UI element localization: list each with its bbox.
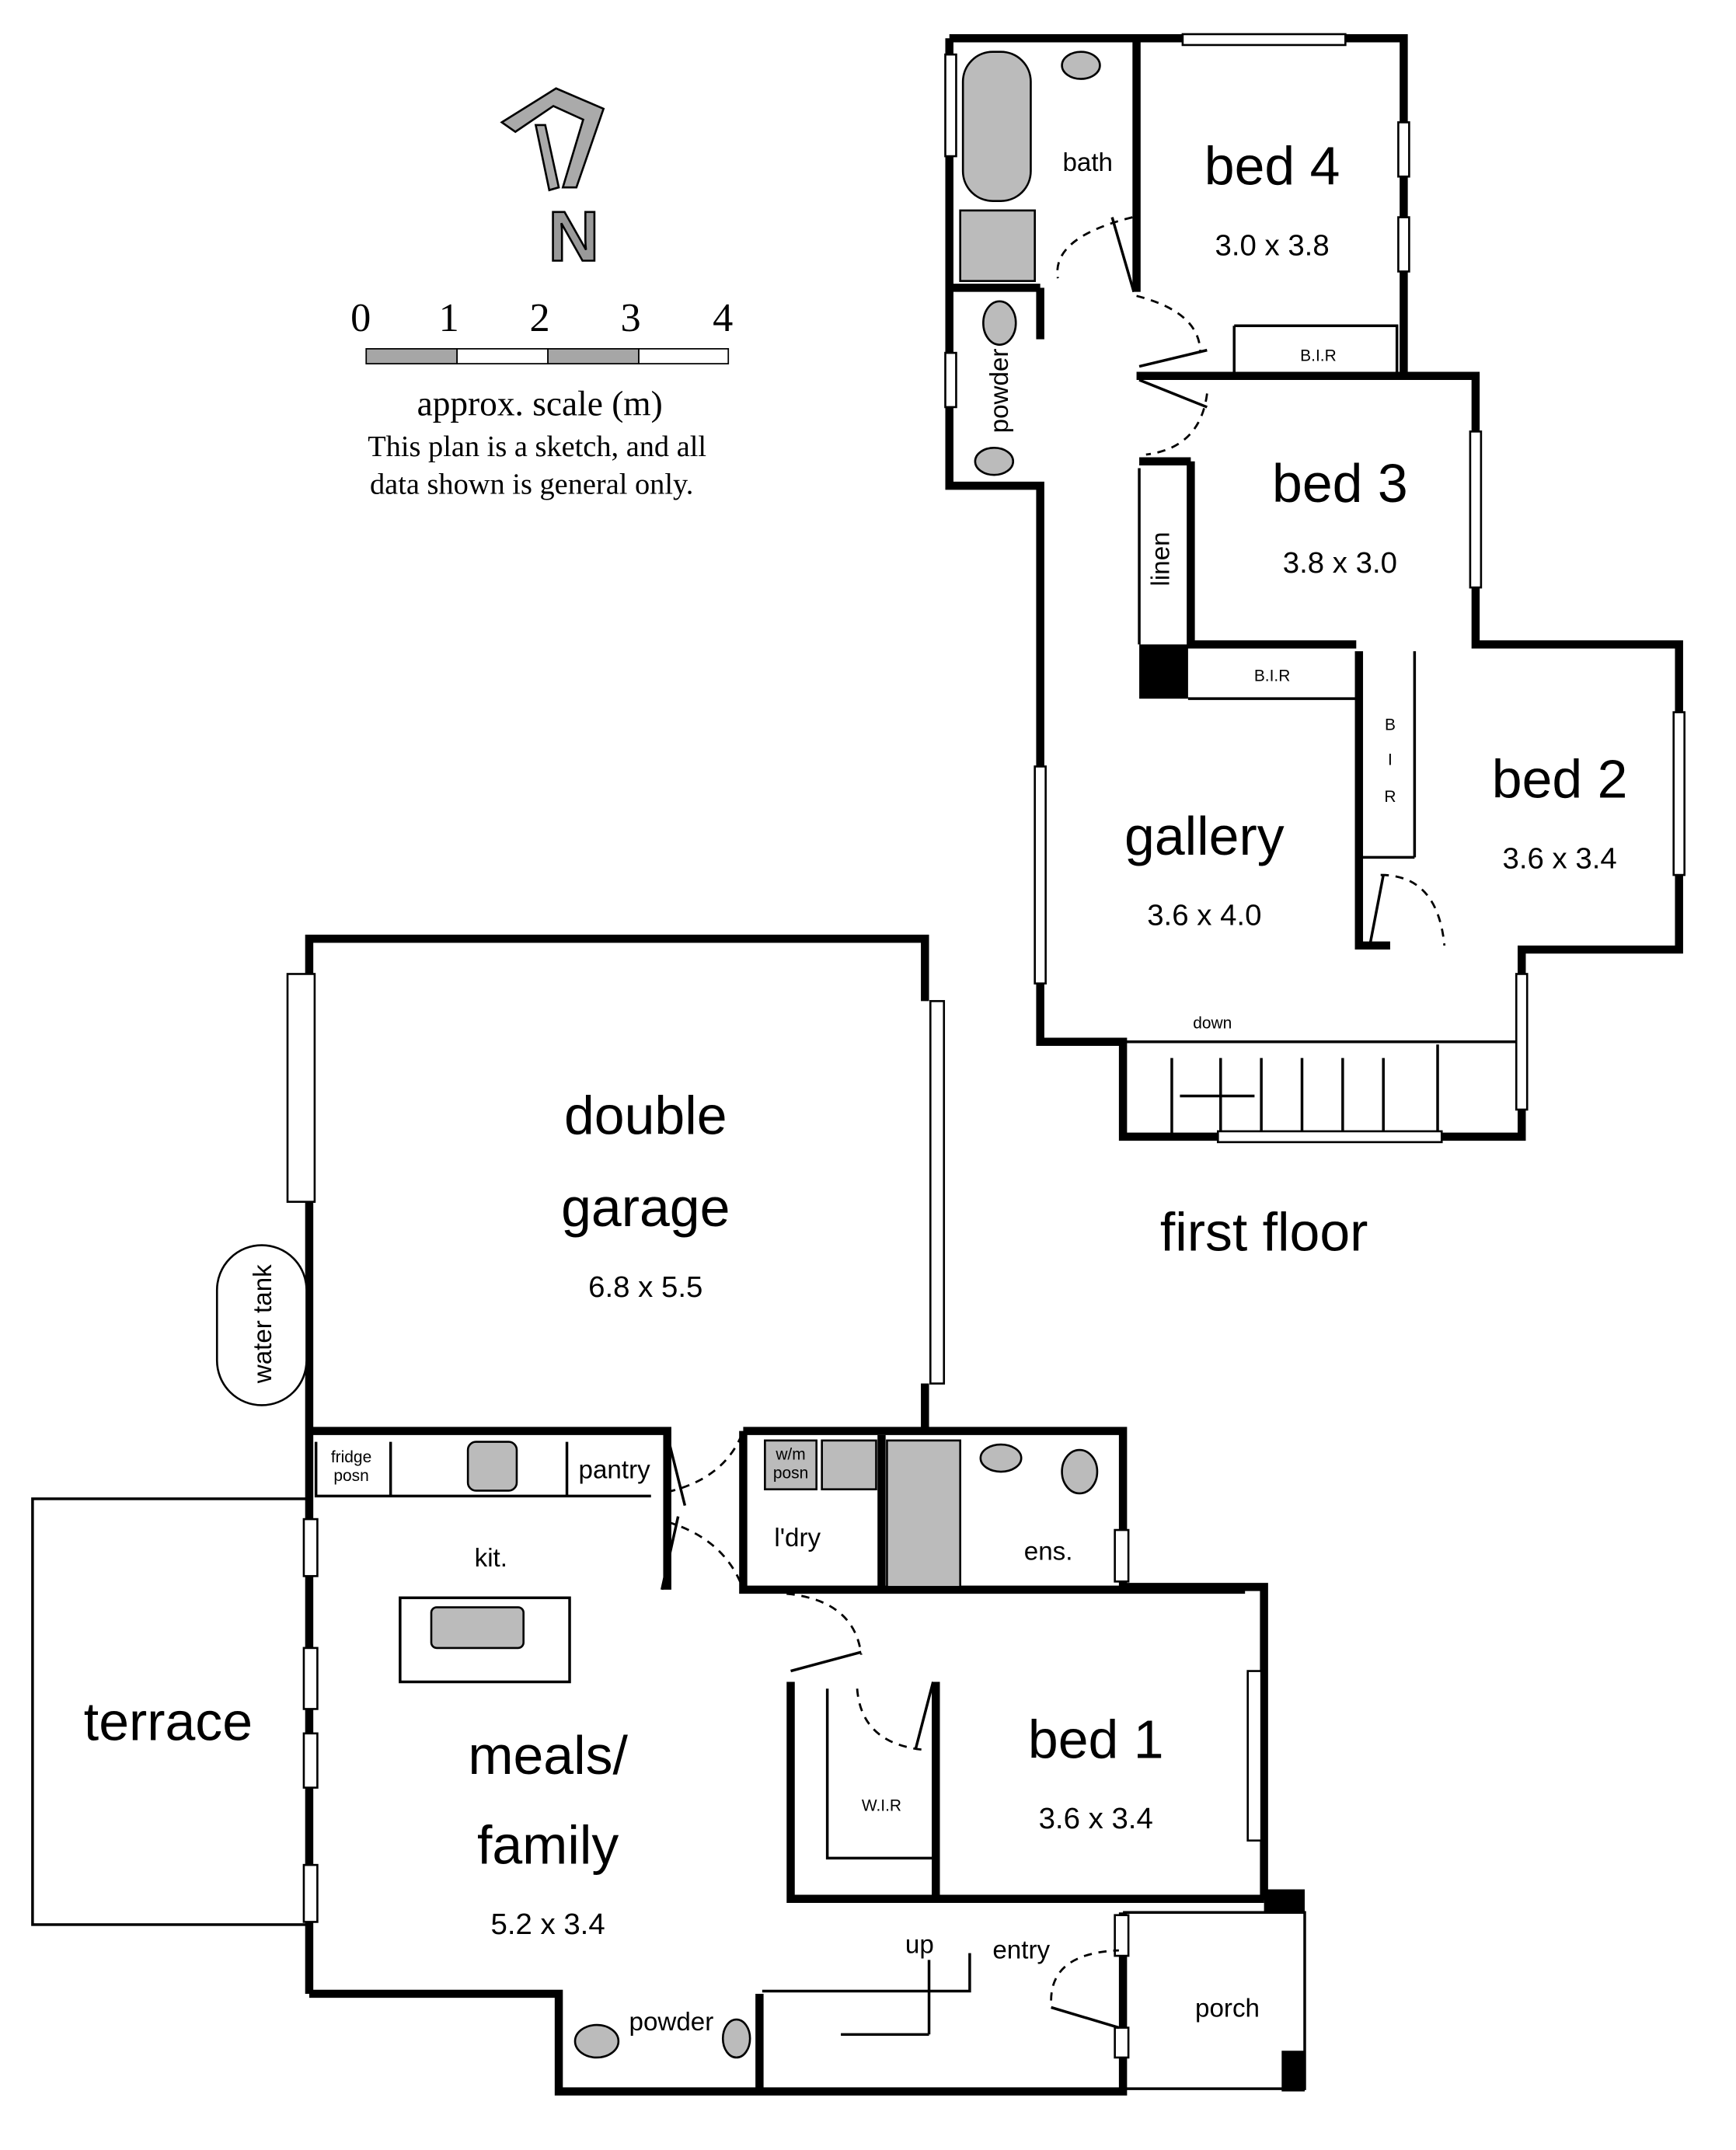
bir-label: I bbox=[1388, 751, 1393, 769]
stairs-label-up: up bbox=[905, 1931, 934, 1960]
room-label-bed4: bed 4 bbox=[1204, 136, 1340, 197]
water-tank bbox=[215, 1244, 308, 1406]
shower-icon bbox=[959, 209, 1036, 282]
room-size-bed2: 3.6 x 3.4 bbox=[1503, 842, 1617, 875]
toilet-icon bbox=[1061, 1448, 1099, 1495]
room-label-entry: entry bbox=[992, 1936, 1050, 1965]
wir-label: W.I.R bbox=[862, 1796, 901, 1814]
room-size-bed4: 3.0 x 3.8 bbox=[1215, 228, 1329, 262]
room-label-terrace: terrace bbox=[84, 1692, 253, 1752]
basin-icon bbox=[1061, 51, 1101, 80]
terrace-area bbox=[31, 1497, 311, 1926]
stairs-label-down: down bbox=[1193, 1014, 1232, 1032]
basin-icon bbox=[979, 1443, 1023, 1473]
room-size-bed1: 3.6 x 3.4 bbox=[1039, 1802, 1153, 1835]
disclaimer-line: This plan is a sketch, and all bbox=[368, 430, 706, 463]
room-size-garage: 6.8 x 5.5 bbox=[588, 1270, 702, 1304]
room-size-meals: 5.2 x 3.4 bbox=[490, 1908, 605, 1941]
basin-icon bbox=[974, 446, 1015, 476]
room-label-bath: bath bbox=[1062, 148, 1113, 177]
floor-title-first-floor: first floor bbox=[1160, 1202, 1368, 1263]
room-size-bed3: 3.8 x 3.0 bbox=[1283, 546, 1397, 580]
room-label-bed1: bed 1 bbox=[1028, 1709, 1164, 1769]
scale-caption: approx. scale (m) bbox=[417, 384, 663, 423]
stairs-treads bbox=[1180, 1058, 1385, 1137]
room-label-ensuite: ens. bbox=[1024, 1537, 1073, 1566]
washing-machine-icon bbox=[764, 1439, 817, 1491]
bathtub-icon bbox=[961, 51, 1032, 202]
bir-label: B bbox=[1385, 716, 1396, 734]
room-label-kit: kit. bbox=[475, 1544, 507, 1573]
room-label-meals: meals/ bbox=[468, 1725, 628, 1786]
water-tank-label: water tank bbox=[249, 1264, 277, 1384]
bir-label: B.I.R bbox=[1254, 667, 1291, 685]
scale-bar: 0 1 2 3 4 approx. scale (m) This plan is… bbox=[350, 295, 733, 500]
room-label-linen: linen bbox=[1146, 531, 1175, 586]
room-label-garage: double bbox=[564, 1085, 727, 1145]
room-label-bed3: bed 3 bbox=[1272, 453, 1408, 514]
room-label-meals: family bbox=[477, 1814, 619, 1875]
scale-tick: 2 bbox=[530, 295, 550, 340]
room-label-laundry: l'dry bbox=[774, 1524, 821, 1552]
ground-floor-walls bbox=[31, 934, 1306, 2096]
sink-icon bbox=[430, 1606, 525, 1650]
fridge-label: posn bbox=[333, 1467, 368, 1485]
room-label-powder: powder bbox=[985, 349, 1014, 434]
wm-label: w/m bbox=[775, 1445, 805, 1463]
shower-icon bbox=[886, 1439, 961, 1588]
room-label-porch: porch bbox=[1195, 1995, 1260, 2023]
bir-label: R bbox=[1384, 788, 1396, 806]
scale-tick: 3 bbox=[620, 295, 640, 340]
room-label-garage: garage bbox=[561, 1177, 730, 1238]
scale-tick: 4 bbox=[713, 295, 733, 340]
room-label-powder: powder bbox=[629, 2008, 714, 2037]
room-size-gallery: 3.6 x 4.0 bbox=[1147, 899, 1261, 932]
laundry-trough-icon bbox=[821, 1439, 877, 1491]
north-arrow-icon: N bbox=[500, 87, 605, 277]
wm-label: posn bbox=[773, 1465, 808, 1483]
bir-label: B.I.R bbox=[1300, 347, 1337, 365]
scale-tick: 0 bbox=[350, 295, 371, 340]
toilet-icon bbox=[982, 300, 1017, 346]
basin-icon bbox=[721, 2018, 751, 2059]
room-label-gallery: gallery bbox=[1124, 806, 1285, 866]
scale-tick: 1 bbox=[439, 295, 459, 340]
disclaimer-line: data shown is general only. bbox=[370, 469, 693, 501]
toilet-icon bbox=[573, 2023, 620, 2059]
fridge-label: fridge bbox=[331, 1448, 371, 1466]
room-label-pantry: pantry bbox=[579, 1456, 651, 1485]
room-label-bed2: bed 2 bbox=[1492, 749, 1628, 810]
cooktop-icon bbox=[466, 1441, 518, 1492]
compass-label: N bbox=[548, 197, 599, 276]
first-floor-walls bbox=[944, 33, 1685, 1144]
